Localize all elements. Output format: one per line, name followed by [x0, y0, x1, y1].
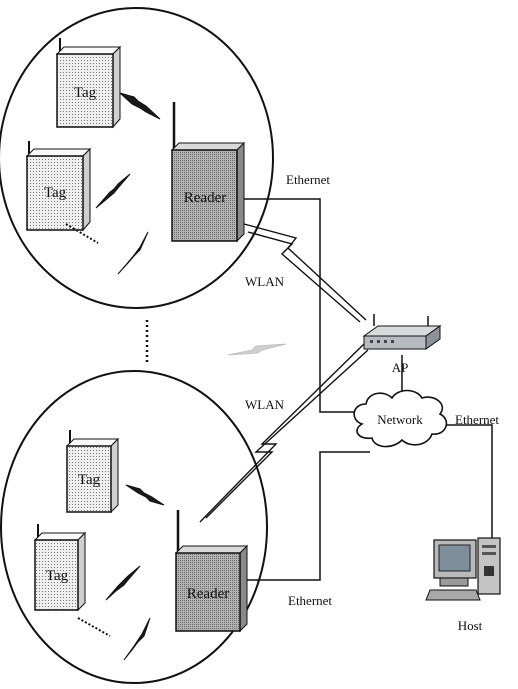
lower-ethernet-label: Ethernet [288, 593, 332, 608]
host-ethernet-label: Ethernet [455, 412, 499, 427]
upper-tag-1: Tag [57, 38, 120, 127]
faint-wireless-signal-icon [228, 344, 286, 355]
upper-reader-label: Reader [184, 190, 226, 206]
upper-wlan-label: WLAN [245, 274, 285, 289]
lower-reader: Reader [176, 510, 247, 631]
tag-wireless-signals [96, 93, 164, 660]
wlan-links [200, 224, 368, 522]
wireless-signal-icon [118, 232, 148, 274]
lower-tag-2-label: Tag [46, 568, 69, 584]
wireless-signal-icon [124, 618, 150, 660]
upper-tag-1-label: Tag [74, 85, 97, 101]
network-label: Network [377, 412, 423, 427]
more-tags-dots-lower [78, 618, 110, 636]
wireless-signal-icon [106, 566, 140, 600]
host-label: Host [458, 618, 483, 633]
lower-tag-2: Tag [35, 524, 85, 610]
ap-label: AP [392, 360, 409, 375]
upper-tag-2: Tag [27, 141, 90, 230]
lower-wlan-link [200, 344, 364, 522]
wireless-signal-icon [120, 93, 160, 119]
lower-wlan-link-edge [206, 350, 368, 518]
upper-ethernet-label: Ethernet [286, 172, 330, 187]
access-point: AP [364, 314, 440, 375]
upper-reader-ethernet-link [240, 199, 362, 412]
host-computer: Host [426, 538, 500, 633]
wireless-signal-icon [126, 485, 164, 505]
lower-tag-1-label: Tag [78, 472, 101, 488]
lower-reader-label: Reader [187, 586, 229, 602]
upper-reader: Reader [172, 102, 244, 241]
lower-tag-1: Tag [67, 430, 118, 512]
upper-wlan-link [244, 224, 366, 320]
wired-links [240, 199, 492, 580]
wireless-signal-icon [96, 174, 130, 208]
upper-tag-2-label: Tag [44, 185, 67, 201]
network-to-host-ethernet-link [440, 425, 492, 552]
lower-reader-cell [1, 371, 267, 683]
network-cloud: Network [354, 391, 446, 447]
lower-wlan-label: WLAN [245, 397, 285, 412]
